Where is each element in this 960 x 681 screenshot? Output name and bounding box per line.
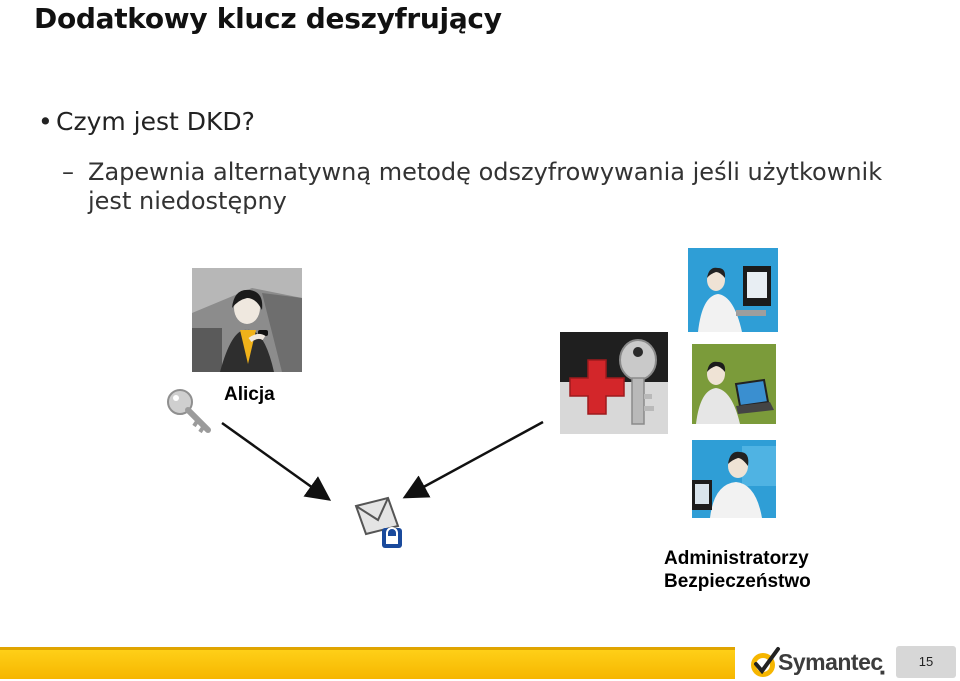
arrow-from-recovery-key: [402, 420, 544, 499]
sub-bullet-text: Zapewnia alternatywną metodę odszyfrowyw…: [88, 158, 883, 215]
slide-title: Dodatkowy klucz deszyfrujący: [34, 2, 502, 35]
admin-photo-2: [692, 344, 776, 424]
admin-label-line2: Bezpieczeństwo: [664, 571, 811, 592]
lock-icon: [382, 527, 402, 548]
admin-label: Administratorzy Bezpieczeństwo: [664, 547, 811, 593]
footer-bar: [0, 647, 735, 679]
user-photo: [192, 268, 302, 372]
admin-photo-3: [692, 440, 776, 518]
envelope-icon: [354, 496, 406, 550]
brand-name: Symantec: [778, 649, 883, 675]
key-icon: [164, 386, 214, 436]
symantec-logo: Symantec ■: [748, 646, 888, 680]
user-label: Alicja: [224, 384, 275, 405]
checkmark-icon: [751, 647, 780, 677]
page-number: 15: [896, 646, 956, 678]
admin-photo-1: [688, 248, 778, 332]
sub-bullet-dash: –: [62, 158, 74, 186]
bullet-text: Czym jest DKD?: [56, 107, 255, 136]
arrow-from-user: [221, 421, 332, 501]
recovery-key-image: [560, 332, 668, 434]
admin-label-line1: Administratorzy: [664, 548, 809, 569]
bullet-dot: •: [38, 107, 53, 136]
bullet-item: •Czym jest DKD?: [38, 107, 255, 136]
brand-dot: ■: [880, 668, 885, 677]
